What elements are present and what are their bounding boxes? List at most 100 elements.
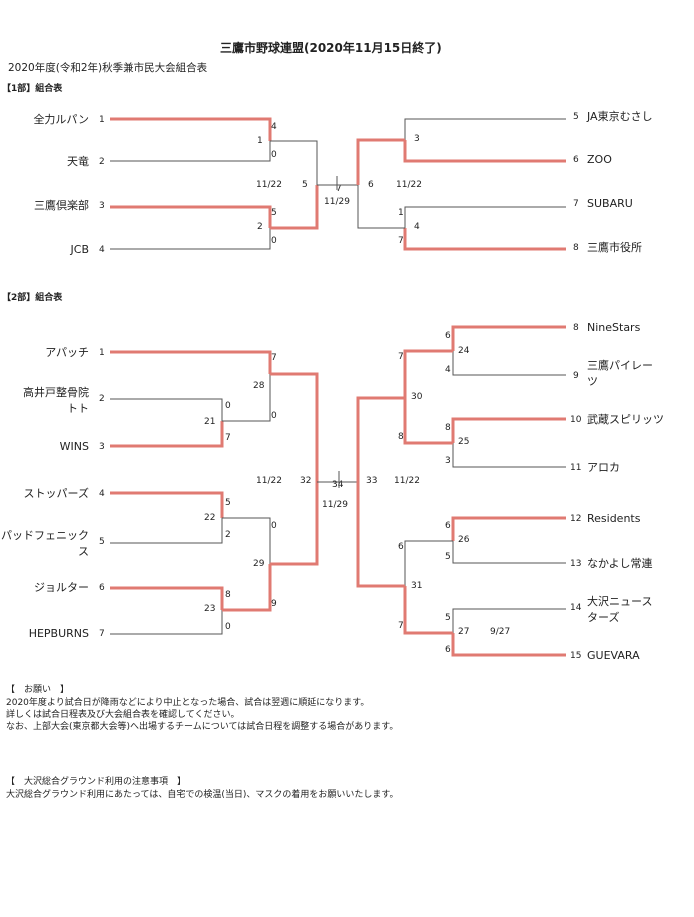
score: 0 (271, 236, 277, 246)
winner-line (403, 140, 566, 163)
game-number: 28 (253, 381, 265, 391)
winner-line (356, 138, 405, 185)
winner-line (403, 586, 453, 635)
score: 4 (271, 122, 277, 132)
bracket-line (452, 608, 566, 633)
winner-line (270, 482, 319, 566)
score: 0 (271, 150, 277, 160)
final-date: 11/29 (324, 197, 350, 207)
team-name: ジョルター (34, 581, 89, 594)
score: 1 (398, 208, 404, 218)
game-number: 32 (300, 476, 312, 486)
score: 5 (445, 552, 451, 562)
team-name: ZOO (587, 153, 612, 166)
score: 7 (398, 352, 404, 362)
team-seed: 4 (99, 489, 105, 499)
team-name: Residents (587, 512, 641, 525)
game-number: 30 (411, 392, 423, 402)
team-seed: 1 (99, 115, 105, 125)
team-name: 三鷹倶楽部 (34, 199, 89, 212)
team-seed: 6 (99, 583, 105, 593)
match-date: 11/22 (256, 180, 282, 190)
score: 4 (414, 222, 420, 232)
bracket-line (404, 206, 566, 228)
team-seed: 13 (570, 559, 582, 569)
game-number: 29 (253, 559, 265, 569)
team-seed: 11 (570, 463, 582, 473)
team-name: WINS (59, 440, 89, 453)
score: 5 (225, 498, 231, 508)
winner-line (403, 228, 566, 251)
game-number: 26 (458, 535, 470, 545)
score: 5 (445, 613, 451, 623)
team-seed: 9 (573, 371, 579, 381)
team-seed: 6 (573, 155, 579, 165)
bracket-line (222, 517, 271, 564)
bracket-line (110, 518, 223, 544)
ground-notice-title: 【 大沢総合グラウンド利用の注意事項 】 (6, 777, 187, 787)
bracket-line (222, 374, 271, 422)
score: 0 (225, 401, 231, 411)
score: 7 (271, 353, 277, 363)
score: 5 (271, 208, 277, 218)
match-date: 11/22 (256, 476, 282, 486)
part2-label: 【2部】組合表 (2, 293, 63, 303)
team-name-line2: ターズ (587, 611, 620, 624)
winner-line (110, 491, 224, 518)
winner-line (110, 350, 272, 374)
team-seed: 8 (573, 323, 579, 333)
team-seed: 15 (570, 651, 582, 661)
score: 1 (257, 136, 263, 146)
score: 3 (445, 456, 451, 466)
game-number: 33 (366, 476, 378, 486)
team-name: なかよし常連 (587, 557, 653, 570)
team-seed: 3 (99, 442, 105, 452)
bracket-line (452, 351, 566, 376)
team-seed: 2 (99, 394, 105, 404)
bracket-line (110, 141, 271, 162)
final-date: 11/29 (322, 500, 348, 510)
bracket-line (357, 185, 405, 229)
score: 7 (225, 433, 231, 443)
winner-line (356, 482, 405, 588)
team-name: JCB (70, 243, 89, 256)
winner-line (356, 396, 405, 482)
page-title: 三鷹市野球連盟(2020年11月15日終了) (220, 41, 442, 55)
team-name: 武蔵スピリッツ (587, 413, 664, 426)
team-name: パッドフェニック (1, 529, 89, 542)
team-seed: 12 (570, 514, 582, 524)
request-title: 【 お願い 】 (6, 685, 70, 695)
winner-line (451, 516, 566, 541)
score: 6 (445, 645, 451, 655)
team-name: SUBARU (587, 197, 633, 210)
bracket-line (404, 118, 566, 140)
game-number: 23 (204, 604, 216, 614)
team-seed: 5 (99, 537, 105, 547)
team-name: 天竜 (67, 155, 89, 168)
ground-notice-line: 大沢総合グラウンド利用にあたっては、自宅での検温(当日)、マスクの着用をお願いい… (6, 790, 399, 800)
winner-line (451, 633, 566, 657)
bracket-line (110, 398, 223, 421)
team-name-line2: ツ (587, 375, 598, 388)
game-number: 24 (458, 346, 470, 356)
team-name: GUEVARA (587, 649, 640, 662)
team-seed: 14 (570, 603, 582, 613)
bracket-line (110, 610, 223, 635)
team-name-line2: トト (67, 402, 89, 415)
score: 4 (445, 365, 451, 375)
game-number: 7 (336, 184, 342, 194)
game-number: 25 (458, 437, 470, 447)
winner-line (110, 205, 272, 228)
request-line: 2020年度より試合日が降雨などにより中止となった場合、試合は翌週に順延になりま… (6, 698, 370, 708)
score: 3 (414, 134, 420, 144)
team-seed: 1 (99, 348, 105, 358)
winner-line (270, 372, 319, 482)
request-line: なお、上部大会(東京都大会等)へ出場するチームについては試合日程を調整する場合が… (6, 722, 399, 732)
team-seed: 8 (573, 243, 579, 253)
score: 9 (271, 599, 277, 609)
score: 6 (398, 542, 404, 552)
bracket-line (404, 540, 453, 586)
score: 2 (225, 530, 231, 540)
winner-line (270, 185, 319, 230)
